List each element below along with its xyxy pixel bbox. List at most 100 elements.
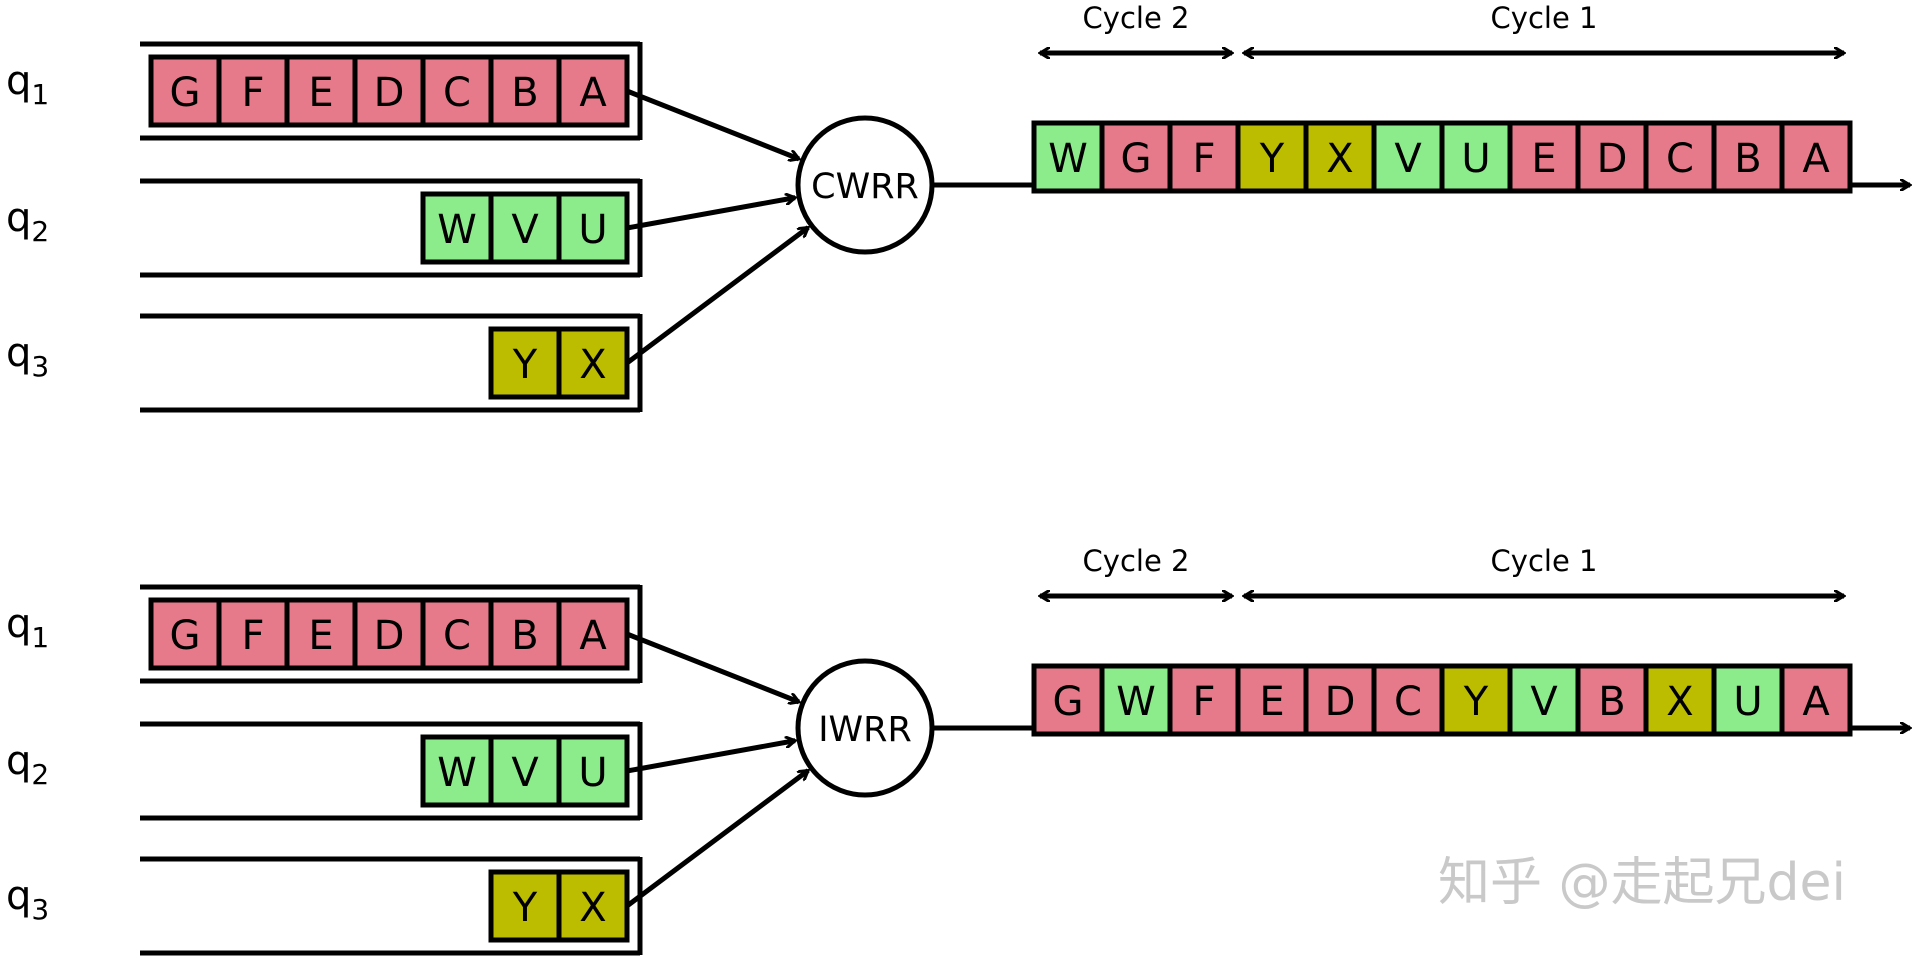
output-packet-label: G [1053, 679, 1084, 725]
packet-label: X [579, 885, 606, 931]
output-packet-label: Y [1463, 679, 1489, 725]
packet-label: F [241, 70, 264, 116]
scheduler-label: IWRR [818, 710, 912, 750]
packet-label: B [511, 70, 538, 116]
output-packet-label: A [1802, 679, 1830, 725]
cycle-label: Cycle 2 [1083, 544, 1190, 578]
packet-g [148, 54, 222, 128]
output-packet-label: V [1394, 136, 1422, 182]
output-packet-label: U [1733, 679, 1762, 725]
packet-label: V [511, 207, 539, 253]
output-packet-a [1779, 663, 1853, 737]
packet-w [420, 191, 494, 265]
output-packet-label: B [1734, 136, 1761, 182]
packet-c [420, 597, 494, 671]
output-packet-w [1099, 663, 1173, 737]
output-packet-b [1575, 663, 1649, 737]
output-packet-label: V [1530, 679, 1558, 725]
packet-label: E [308, 70, 333, 116]
output-packet-y [1439, 663, 1513, 737]
packet-label: W [437, 750, 477, 796]
output-packet-label: F [1192, 136, 1215, 182]
output-packet-label: U [1461, 136, 1490, 182]
cycle-label: Cycle 2 [1083, 1, 1190, 35]
packet-label: F [241, 613, 264, 659]
packet-u [556, 191, 630, 265]
packet-d [352, 597, 426, 671]
queue-label-q2: q2 [6, 738, 50, 791]
output-packet-v [1371, 120, 1445, 194]
output-packet-label: A [1802, 136, 1830, 182]
packet-label: Y [512, 885, 538, 931]
packet-label: G [170, 613, 201, 659]
packet-label: B [511, 613, 538, 659]
output-packet-label: X [1326, 136, 1353, 182]
cycle-label: Cycle 1 [1491, 1, 1598, 35]
output-packet-label: F [1192, 679, 1215, 725]
output-packet-d [1575, 120, 1649, 194]
output-packet-e [1235, 663, 1309, 737]
output-packet-label: E [1531, 136, 1556, 182]
output-packet-label: D [1325, 679, 1356, 725]
packet-label: A [579, 613, 607, 659]
output-packet-label: G [1121, 136, 1152, 182]
queue-arrow [625, 225, 808, 366]
queue-arrow [626, 198, 795, 231]
packet-u [556, 734, 630, 808]
packet-x [556, 326, 630, 400]
output-packet-label: B [1598, 679, 1625, 725]
packet-label: D [374, 70, 405, 116]
packet-f [216, 597, 290, 671]
packet-y [488, 326, 562, 400]
packet-label: X [579, 342, 606, 388]
packet-g [148, 597, 222, 671]
packet-label: E [308, 613, 333, 659]
packet-v [488, 734, 562, 808]
output-packet-x [1643, 663, 1717, 737]
packet-label: V [511, 750, 539, 796]
packet-label: C [443, 70, 471, 116]
output-packet-x [1303, 120, 1377, 194]
output-packet-y [1235, 120, 1309, 194]
queue-label-q3: q3 [6, 330, 50, 383]
watermark-text: 知乎 @走起兄dei [1438, 853, 1846, 913]
output-packet-label: W [1116, 679, 1156, 725]
packet-label: W [437, 207, 477, 253]
output-packet-label: X [1666, 679, 1693, 725]
queue-label-q2: q2 [6, 195, 50, 248]
packet-label: U [578, 750, 607, 796]
queue-arrow [626, 631, 799, 702]
output-packet-g [1099, 120, 1173, 194]
queue-label-q1: q1 [6, 601, 50, 654]
packet-a [556, 597, 630, 671]
output-packet-label: C [1666, 136, 1694, 182]
cycle-label: Cycle 1 [1491, 544, 1598, 578]
packet-label: C [443, 613, 471, 659]
output-packet-label: C [1394, 679, 1422, 725]
queue-label-q3: q3 [6, 873, 50, 926]
packet-label: Y [512, 342, 538, 388]
packet-label: D [374, 613, 405, 659]
queue-label-q1: q1 [6, 58, 50, 111]
packet-label: A [579, 70, 607, 116]
scheduler-label: CWRR [811, 167, 919, 207]
output-packet-label: Y [1259, 136, 1285, 182]
output-packet-b [1711, 120, 1785, 194]
queue-arrow [625, 768, 808, 909]
output-packet-u [1711, 663, 1785, 737]
output-packet-label: E [1259, 679, 1284, 725]
packet-label: G [170, 70, 201, 116]
queue-arrow [626, 741, 795, 774]
output-packet-g [1031, 663, 1105, 737]
output-packet-a [1779, 120, 1853, 194]
